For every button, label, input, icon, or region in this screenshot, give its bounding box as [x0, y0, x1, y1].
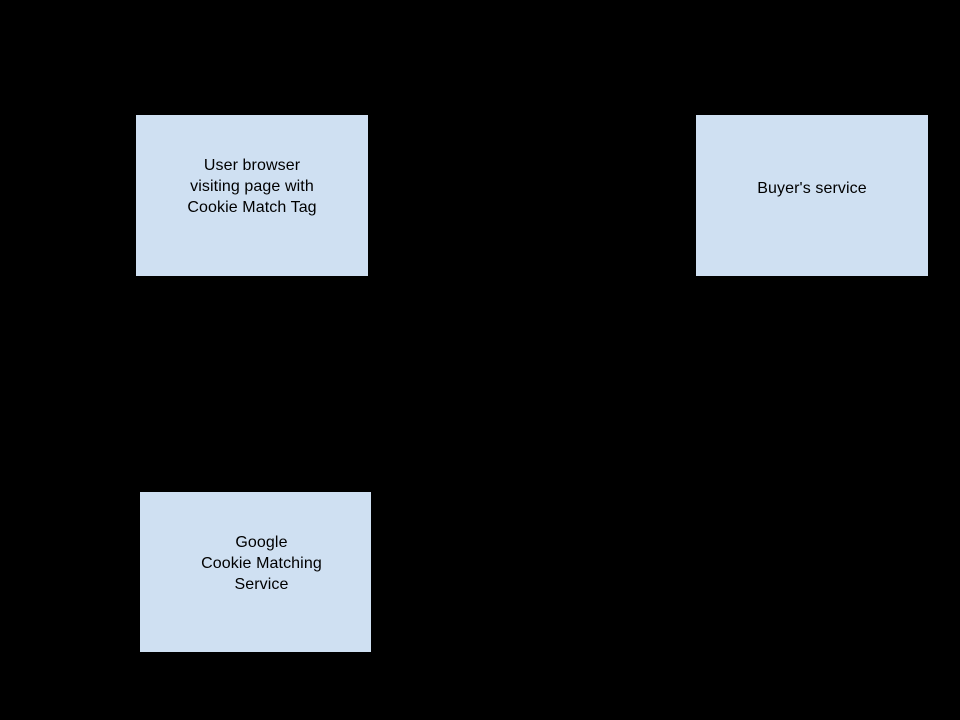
node-buyers-service[interactable]: Buyer's service: [696, 115, 928, 276]
node-google-cookie-matching-service[interactable]: Google Cookie Matching Service: [140, 492, 371, 652]
edge-buyers-service-to-google-cookie-matching-service: [371, 276, 813, 573]
node-user-browser-label: User browser visiting page with Cookie M…: [187, 157, 317, 216]
node-google-cookie-matching-service-label: Google Cookie Matching Service: [201, 533, 322, 593]
node-buyers-service-label: Buyer's service: [757, 180, 867, 197]
node-user-browser[interactable]: User browser visiting page with Cookie M…: [136, 115, 368, 276]
